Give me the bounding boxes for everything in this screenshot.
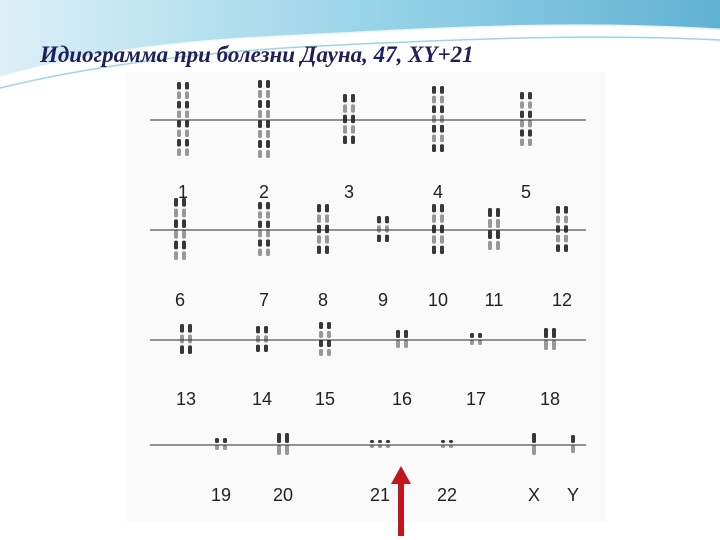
chromosome-label-5: 5 bbox=[520, 182, 532, 202]
chromosome-label-12: 12 bbox=[551, 290, 573, 310]
chromosome-label-4: 4 bbox=[432, 182, 444, 202]
chromosome-3 bbox=[343, 94, 355, 144]
chromosome-22 bbox=[441, 440, 453, 448]
chromosome-19 bbox=[215, 438, 227, 450]
chromosome-9 bbox=[377, 216, 389, 242]
chromosome-label-19: 19 bbox=[210, 485, 232, 505]
chromosome-label-22: 22 bbox=[436, 485, 458, 505]
chromosome-20 bbox=[277, 433, 289, 455]
chromosome-label-21: 21 bbox=[369, 485, 391, 505]
karyotype-drawing bbox=[150, 80, 586, 455]
chromosome-label-y: Y bbox=[566, 485, 580, 505]
chromosome-label-20: 20 bbox=[272, 485, 294, 505]
slide-title: Идиограмма при болезни Дауна, 47, XY+21 bbox=[40, 42, 474, 67]
chromosome-label-8: 8 bbox=[317, 290, 329, 310]
chromosome-4 bbox=[432, 86, 444, 152]
chromosome-6 bbox=[174, 198, 186, 260]
chromosome-label-2: 2 bbox=[258, 182, 270, 202]
chromosome-17 bbox=[470, 333, 482, 345]
chromosome-label-13: 13 bbox=[175, 389, 197, 409]
chromosome-label-16: 16 bbox=[391, 389, 413, 409]
chromosome-label-14: 14 bbox=[251, 389, 273, 409]
trisomy-21-arrow-icon bbox=[391, 466, 411, 536]
chromosome-label-9: 9 bbox=[377, 290, 389, 310]
chromosome-label-x: X bbox=[527, 485, 541, 505]
chromosome-16 bbox=[396, 330, 408, 348]
chromosome-label-17: 17 bbox=[465, 389, 487, 409]
chromosome-21 bbox=[370, 440, 390, 448]
chromosome-x bbox=[532, 433, 536, 455]
chromosome-label-6: 6 bbox=[174, 290, 186, 310]
chromosome-15 bbox=[319, 322, 331, 356]
chromosome-13 bbox=[180, 324, 192, 354]
chromosome-label-15: 15 bbox=[314, 389, 336, 409]
chromosome-12 bbox=[556, 206, 568, 252]
chromosome-7 bbox=[258, 202, 270, 256]
chromosome-10 bbox=[432, 204, 444, 254]
chromosome-label-10: 10 bbox=[427, 290, 449, 310]
chromosome-label-7: 7 bbox=[258, 290, 270, 310]
chromosome-label-3: 3 bbox=[343, 182, 355, 202]
chromosome-11 bbox=[488, 208, 500, 250]
chromosome-2 bbox=[258, 80, 270, 158]
chromosome-18 bbox=[544, 328, 556, 350]
chromosome-label-1: 1 bbox=[177, 182, 189, 202]
karyotype-image: 1 2 3 4 5 6 7 8 9 10 11 12 13 14 15 16 1… bbox=[126, 72, 606, 522]
header-wave-decoration bbox=[0, 0, 720, 89]
chromosome-y bbox=[571, 435, 575, 453]
chromosome-14 bbox=[256, 326, 268, 352]
chromosome-label-11: 11 bbox=[484, 290, 504, 310]
chromosome-8 bbox=[317, 204, 329, 254]
chromosome-1 bbox=[177, 82, 189, 156]
chromosome-label-18: 18 bbox=[539, 389, 561, 409]
chromosome-5 bbox=[520, 92, 532, 146]
